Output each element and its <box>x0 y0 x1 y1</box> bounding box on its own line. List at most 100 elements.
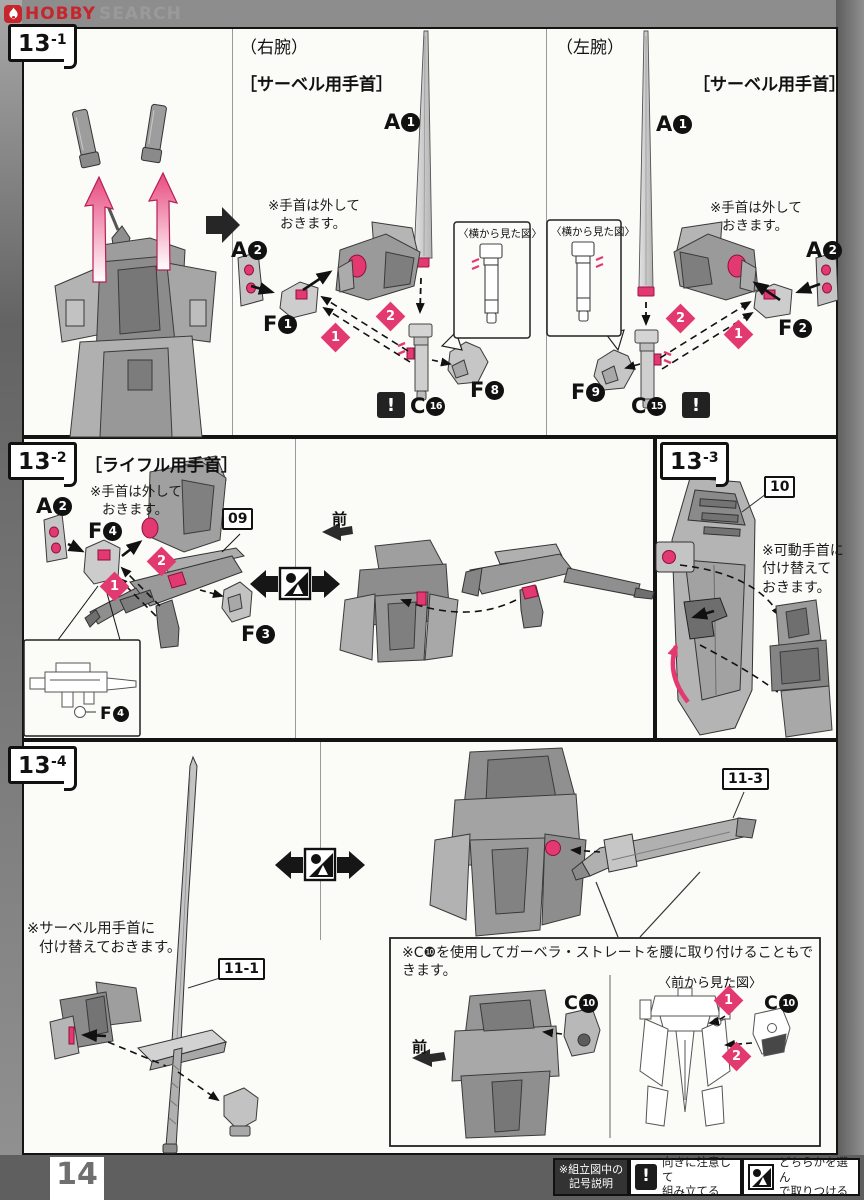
fold-arrow-pink <box>667 643 690 704</box>
right-arm-heading: （右腕） <box>240 38 308 58</box>
flame-icon <box>4 5 22 23</box>
left-arm-heading: （左腕） <box>556 38 624 58</box>
runner-label-10: 10 <box>764 476 796 498</box>
runner-label-11-1: 11-1 <box>218 958 266 980</box>
pull-out-arrow-left <box>83 175 115 283</box>
saber-handle-c16 <box>397 323 433 401</box>
rifle-lineart-inset <box>23 639 141 737</box>
right-arm-wrist-type: ［サーベル用手首］ <box>240 75 393 95</box>
brand-word-search: SEARCH <box>98 4 182 24</box>
hand-part-f3 <box>221 581 253 623</box>
forearm-figure-rifle <box>141 455 227 553</box>
wrist-part-a2-left-arm <box>815 251 839 307</box>
brand-word-hobby: HOBBY <box>25 4 96 24</box>
beam-saber-handle-right <box>140 103 167 164</box>
runner-11-3-leader <box>732 791 745 819</box>
panel-13-4-divider <box>320 742 321 940</box>
attach-arrow-shield-upper <box>679 564 781 618</box>
scan-edge-top <box>0 0 864 28</box>
legend-warning-box: ! 向きに注意して組み立てる <box>629 1155 742 1198</box>
rifle-note: ※手首は外しておきます。 <box>90 484 182 518</box>
step-badge-13-1: 13-1 <box>8 24 77 69</box>
select-either-icon-13-4 <box>275 847 365 882</box>
movable-wrist-note: ※可動手首に付け替えておきます。 <box>762 543 844 596</box>
attach-arrow-c10-left <box>542 1028 563 1038</box>
sheath-figure <box>571 817 757 881</box>
torso-figure-13-4 <box>429 747 587 937</box>
assembly-arrows-right-arm <box>250 270 452 367</box>
attach-dash-handle <box>107 1041 167 1067</box>
warning-icon-c15: ! <box>682 392 710 418</box>
saber-blade-left-arm <box>637 30 655 297</box>
step-badge-13-2: 13-2 <box>8 442 77 487</box>
transition-arrow <box>206 207 240 243</box>
option-note-tail-left <box>595 881 619 938</box>
rifle-attached-figure <box>461 543 655 629</box>
front-direction-label-option: 前 <box>412 1038 428 1056</box>
warning-icon-c16: ! <box>377 392 405 418</box>
front-arrow-option <box>412 1049 446 1067</box>
page-number: 14 <box>50 1157 104 1200</box>
select-either-icon-13-2 <box>250 566 340 601</box>
option-note-tail-right <box>639 871 701 938</box>
select-either-legend-icon <box>748 1164 774 1190</box>
back-view-figure <box>54 205 217 438</box>
wrist-part-a2-rifle <box>43 513 68 563</box>
fold-direction-arrow <box>691 607 715 620</box>
waist-figure-13-2 <box>339 539 459 663</box>
front-view-caption: 〈前から見た図〉 <box>658 976 763 991</box>
hobbysearch-watermark: HOBBY SEARCH <box>4 4 182 24</box>
hand-part-f9 <box>593 349 635 391</box>
beam-saber-handle-left <box>72 108 101 169</box>
wrist-part-a2-right-arm <box>237 251 264 307</box>
attach-arrow-rifle-to-waist <box>400 598 517 613</box>
pull-out-arrow-right <box>147 171 179 271</box>
katana-figure <box>137 755 228 1154</box>
rifle-figure <box>84 547 245 649</box>
side-view-caption-left: 〈横から見た図〉 <box>551 226 635 238</box>
assembly-arrows-rifle <box>57 533 241 641</box>
warning-legend-icon: ! <box>635 1164 657 1190</box>
forearm-part-13-3 <box>769 599 833 738</box>
hand-part-13-4 <box>223 1087 259 1137</box>
saber-wrist-note: ※サーベル用手首に付け替えておきます。 <box>27 921 182 957</box>
side-view-caption-right: 〈横から見た図〉 <box>458 228 542 240</box>
front-arrow-13-2 <box>322 523 353 541</box>
c10-part-option-right <box>752 1007 791 1057</box>
step-badge-13-4: 13-4 <box>8 746 77 791</box>
left-arm-wrist-type: ［サーベル用手首］ <box>693 75 846 95</box>
side-view-inset-left-arm <box>546 219 625 352</box>
saber-blade-right-arm <box>410 30 433 268</box>
runner-label-09: 09 <box>222 508 254 530</box>
front-direction-label-13-2: 前 <box>332 510 348 528</box>
scan-edge-right <box>836 0 864 1156</box>
step-badge-13-3: 13-3 <box>660 442 729 487</box>
attach-arrow-sheath <box>570 846 601 856</box>
insert-arrow-blade-right <box>415 277 425 314</box>
runner-10-leader <box>741 493 767 513</box>
scan-edge-left <box>0 0 22 1156</box>
c10-part-option-left <box>563 1007 601 1057</box>
rifle-wrist-type: ［ライフル用手首］ <box>85 456 238 476</box>
left-arm-note: ※手首は外しておきます。 <box>710 200 802 234</box>
waist-figure-option <box>451 989 560 1139</box>
forearm-figure-left-arm <box>673 221 759 301</box>
runner-label-11-3: 11-3 <box>722 768 770 790</box>
